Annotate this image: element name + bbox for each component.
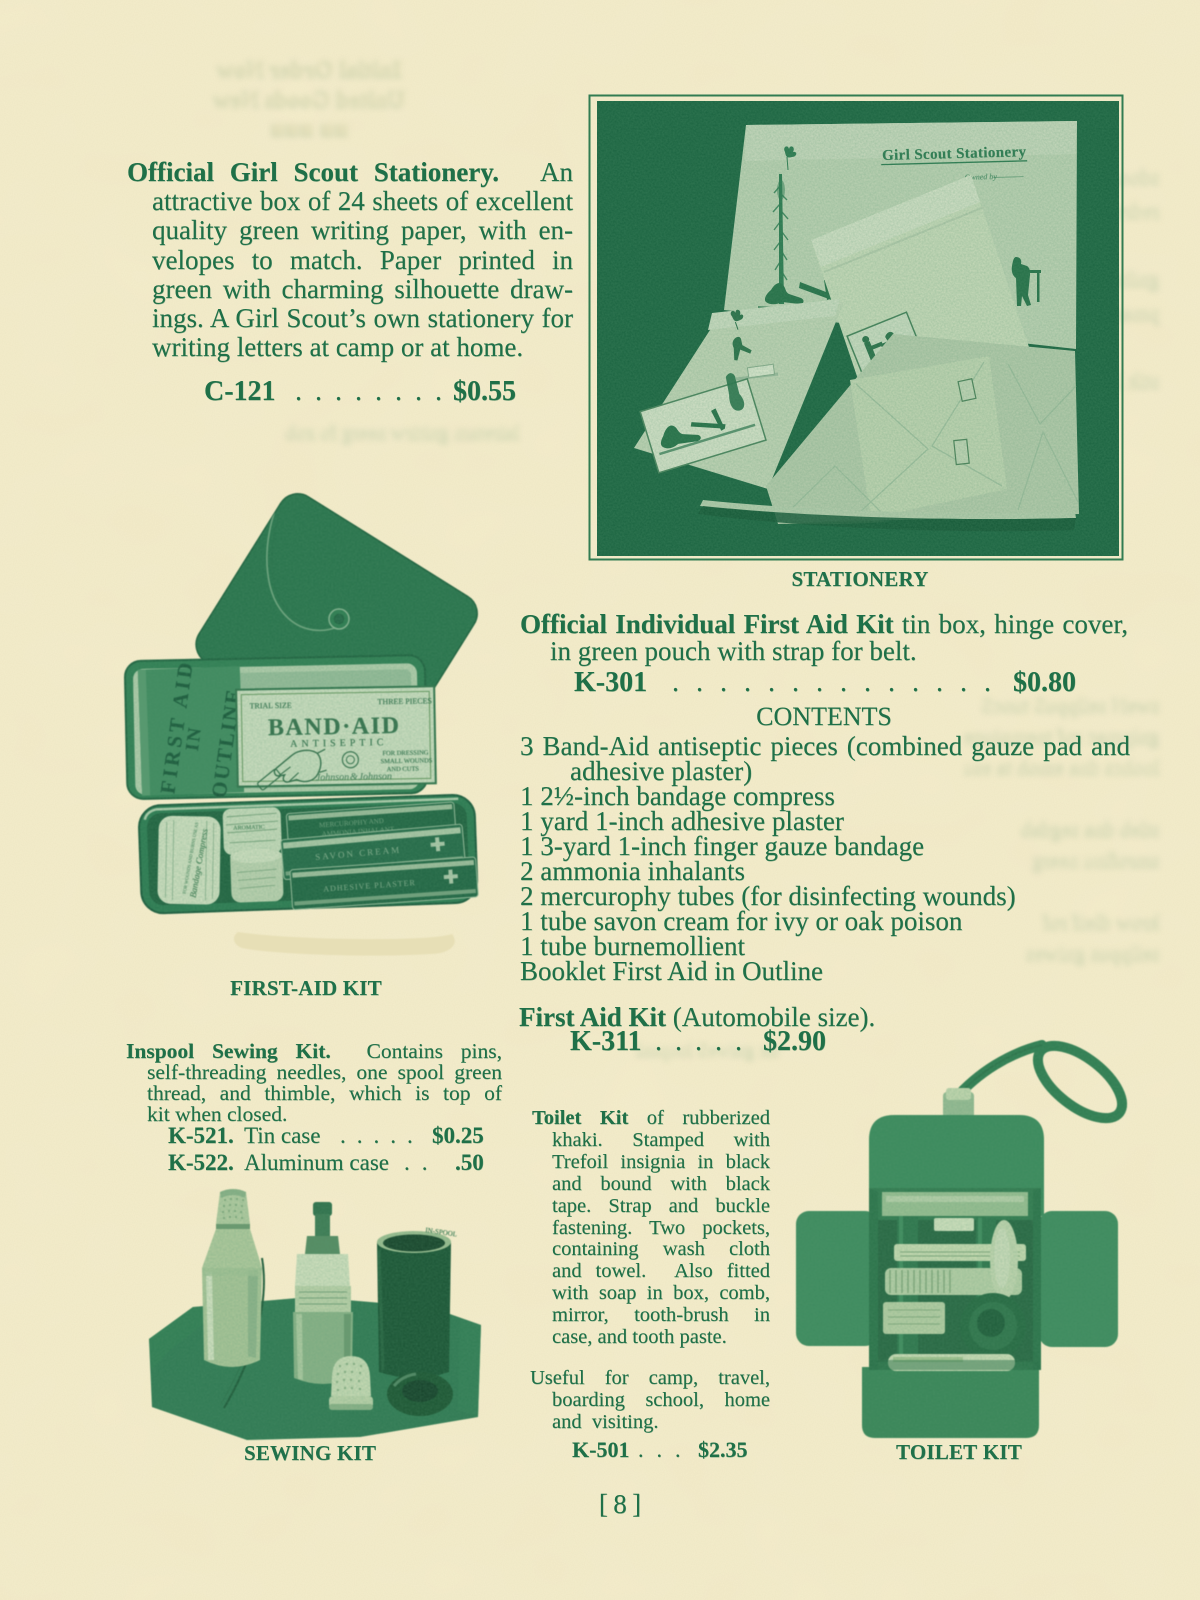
svg-text:AROMATIC: AROMATIC <box>233 825 265 832</box>
svg-text:FOR DRESSING: FOR DRESSING <box>382 749 428 757</box>
svg-text:Johnson & Johnson: Johnson & Johnson <box>316 771 392 783</box>
svg-text:AND CUTS: AND CUTS <box>387 766 420 774</box>
svg-text:ANTISEPTIC: ANTISEPTIC <box>290 737 387 750</box>
svg-text:THREE PIECES: THREE PIECES <box>377 696 432 706</box>
svg-text:BAND·AID: BAND·AID <box>268 713 400 741</box>
svg-text:TRIAL SIZE: TRIAL SIZE <box>249 701 291 711</box>
svg-text:SMALL WOUNDS: SMALL WOUNDS <box>380 757 432 765</box>
svg-text:IN: IN <box>182 725 206 753</box>
